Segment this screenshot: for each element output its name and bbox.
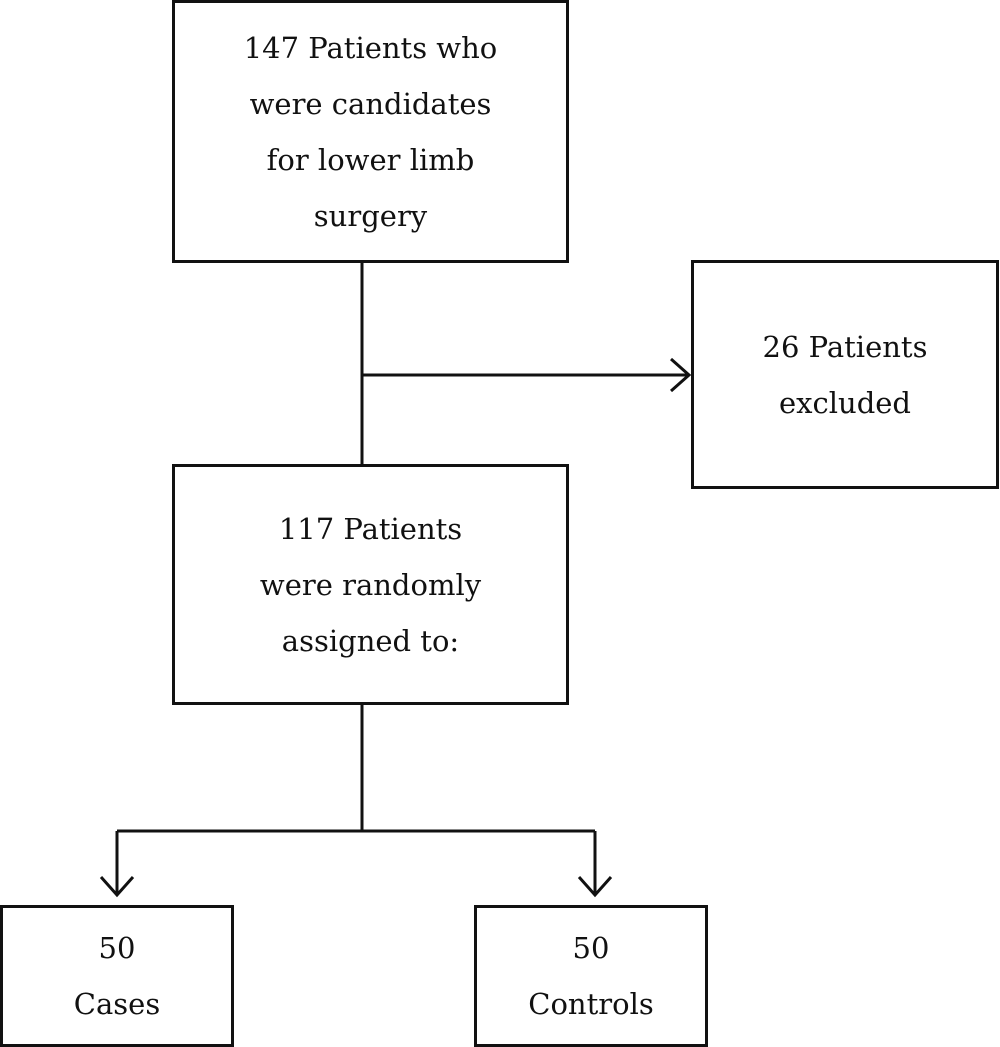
node-controls-count: 50 — [572, 931, 610, 965]
node-randomized-line-1: 117 Patients — [278, 511, 463, 546]
node-candidates: 147 Patients who were candidates for low… — [172, 0, 569, 263]
node-excluded-line-1: 26 Patients — [762, 329, 928, 364]
node-randomized-line-3: assigned to: — [281, 623, 460, 658]
node-cases-count: 50 — [98, 931, 136, 965]
node-randomized-line-2: were randomly — [259, 567, 482, 602]
arrowhead-excluded-icon — [670, 357, 692, 393]
arrowhead-controls-icon — [577, 876, 613, 898]
node-controls-label: Controls — [528, 987, 654, 1021]
arrowhead-cases-icon — [99, 876, 135, 898]
node-candidates-line-3: for lower limb — [266, 142, 475, 177]
node-candidates-line-2: were candidates — [249, 86, 492, 121]
node-cases-label: Cases — [73, 987, 161, 1021]
node-excluded-line-2: excluded — [778, 385, 911, 420]
node-candidates-line-1: 147 Patients who — [243, 30, 498, 65]
node-controls: 50 Controls — [474, 905, 708, 1047]
node-candidates-line-4: surgery — [313, 198, 428, 233]
node-excluded: 26 Patients excluded — [691, 260, 999, 489]
node-randomized: 117 Patients were randomly assigned to: — [172, 464, 569, 705]
node-cases: 50 Cases — [0, 905, 234, 1047]
